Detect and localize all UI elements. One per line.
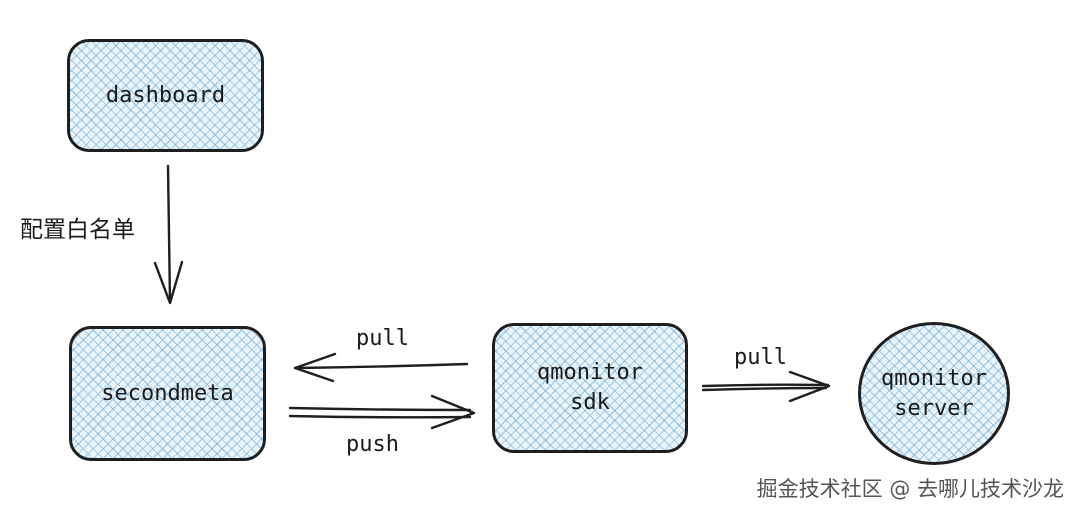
node-qmonitor-server: qmonitor server xyxy=(858,322,1010,465)
edge-label-pull-secondmeta: pull xyxy=(356,326,409,351)
arrow-dashboard-to-secondmeta xyxy=(153,164,184,305)
watermark: 掘金技术社区 @ 去哪儿技术沙龙 xyxy=(756,477,1064,501)
node-qmonitor-sdk: qmonitor sdk xyxy=(492,323,688,453)
arrow-sdk-to-server xyxy=(701,370,831,403)
edge-label-whitelist: 配置白名单 xyxy=(20,217,135,243)
edge-label-push: push xyxy=(346,432,399,457)
node-dashboard: dashboard xyxy=(67,39,264,152)
arrow-secondmeta-to-sdk xyxy=(288,394,476,430)
edge-label-pull-server: pull xyxy=(734,345,787,370)
node-secondmeta: secondmeta xyxy=(69,326,266,461)
arrow-sdk-to-secondmeta xyxy=(293,352,469,383)
